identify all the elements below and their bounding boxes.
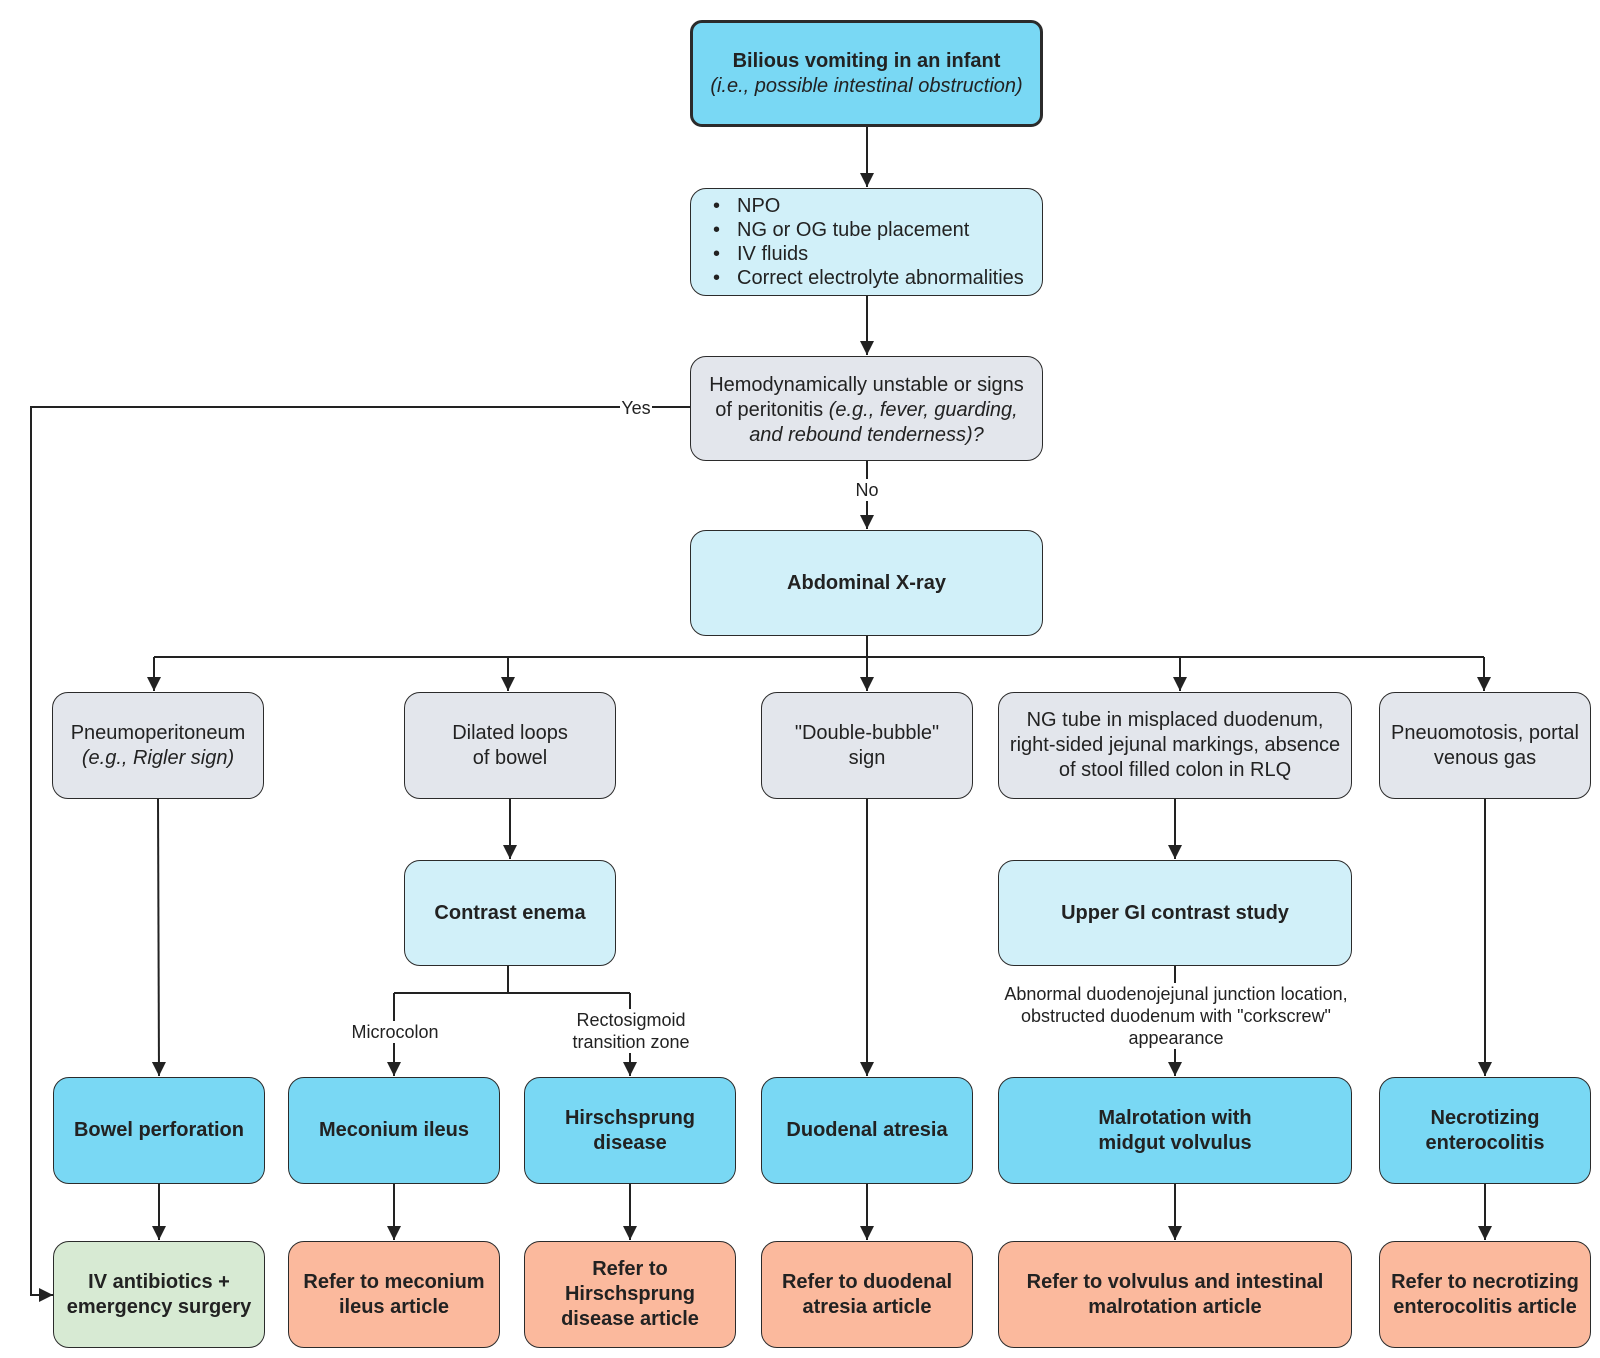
xray-label: Abdominal X-ray xyxy=(787,571,946,594)
upper-gi-node: Upper GI contrast study xyxy=(998,860,1352,966)
upper-gi-finding-label: Abnormal duodenojejunal junction locatio… xyxy=(988,983,1364,1049)
diagnosis-malrotation: Malrotation with midgut volvulus xyxy=(998,1077,1352,1184)
iv-antibiotics-label: IV antibiotics + emergency surgery xyxy=(66,1270,252,1318)
management-item: NG or OG tube placement xyxy=(705,218,1034,242)
ng-tube-label: NG tube in misplaced duodenum, right-sid… xyxy=(1009,709,1341,781)
diagnosis-hirschsprung: Hirschsprung disease xyxy=(524,1077,736,1184)
pneumoperitoneum-example: (e.g., Rigler sign) xyxy=(81,746,235,769)
decision-node: Hemodynamically unstable or signs of per… xyxy=(690,356,1043,461)
finding-pneumatosis: Pneuomotosis, portal venous gas xyxy=(1379,692,1591,799)
arrow-yes-to-iv-antibiotics xyxy=(30,406,690,1302)
refer-nec: Refer to necrotizing enterocolitis artic… xyxy=(1379,1241,1591,1348)
arrow-pneumoperitoneum-to-perforation xyxy=(151,798,166,1077)
start-title: Bilious vomiting in an infant xyxy=(732,49,1001,72)
yes-label: Yes xyxy=(620,397,652,419)
finding-pneumoperitoneum: Pneumoperitoneum (e.g., Rigler sign) xyxy=(52,692,264,799)
pneumatosis-label: Pneuomotosis, portal venous gas xyxy=(1391,721,1579,769)
no-label: No xyxy=(852,479,882,501)
refer-duodenal-atresia: Refer to duodenal atresia article xyxy=(761,1241,973,1348)
decision-examples: (e.g., fever, guarding, and rebound tend… xyxy=(749,399,1018,446)
rectosigmoid-label: Rectosigmoid transition zone xyxy=(566,1009,696,1053)
double-bubble-label: "Double-bubble" sign xyxy=(794,721,940,769)
decision-text: Hemodynamically unstable or signs of per… xyxy=(709,374,1024,421)
refer-volvulus-label: Refer to volvulus and intestinal malrota… xyxy=(1026,1270,1324,1318)
refer-duodenal-label: Refer to duodenal atresia article xyxy=(781,1270,952,1318)
microcolon-label: Microcolon xyxy=(345,1021,445,1043)
pneumoperitoneum-label: Pneumoperitoneum xyxy=(70,721,246,744)
meconium-ileus-label: Meconium ileus xyxy=(318,1119,470,1141)
refer-meconium-ileus: Refer to meconium ileus article xyxy=(288,1241,500,1348)
refer-meconium-label: Refer to meconium ileus article xyxy=(303,1270,485,1318)
start-node: Bilious vomiting in an infant (i.e., pos… xyxy=(690,20,1043,127)
refer-nec-label: Refer to necrotizing enterocolitis artic… xyxy=(1391,1270,1579,1318)
malrotation-label: Malrotation with midgut volvulus xyxy=(1098,1106,1252,1154)
refer-volvulus: Refer to volvulus and intestinal malrota… xyxy=(998,1241,1352,1348)
dilated-label: Dilated loops of bowel xyxy=(452,721,568,769)
nec-label: Necrotizing enterocolitis xyxy=(1425,1106,1545,1154)
contrast-enema-node: Contrast enema xyxy=(404,860,616,966)
action-iv-antibiotics: IV antibiotics + emergency surgery xyxy=(53,1241,265,1348)
refer-hirschsprung-label: Refer to Hirschsprung disease article xyxy=(561,1258,699,1330)
management-list: NPO NG or OG tube placement IV fluids Co… xyxy=(699,194,1034,290)
management-item: Correct electrolyte abnormalities xyxy=(705,266,1034,290)
diagnosis-meconium-ileus: Meconium ileus xyxy=(288,1077,500,1184)
finding-ng-tube: NG tube in misplaced duodenum, right-sid… xyxy=(998,692,1352,799)
finding-dilated-loops: Dilated loops of bowel xyxy=(404,692,616,799)
refer-hirschsprung: Refer to Hirschsprung disease article xyxy=(524,1241,736,1348)
management-node: NPO NG or OG tube placement IV fluids Co… xyxy=(690,188,1043,296)
management-item: NPO xyxy=(705,194,1034,218)
finding-double-bubble: "Double-bubble" sign xyxy=(761,692,973,799)
management-item: IV fluids xyxy=(705,242,1034,266)
diagnosis-bowel-perforation: Bowel perforation xyxy=(53,1077,265,1184)
bowel-perforation-label: Bowel perforation xyxy=(73,1119,244,1141)
duodenal-atresia-label: Duodenal atresia xyxy=(786,1119,948,1141)
diagnosis-duodenal-atresia: Duodenal atresia xyxy=(761,1077,973,1184)
hirschsprung-label: Hirschsprung disease xyxy=(564,1106,696,1154)
upper-gi-label: Upper GI contrast study xyxy=(1061,901,1289,924)
abdominal-xray-node: Abdominal X-ray xyxy=(690,530,1043,636)
contrast-enema-label: Contrast enema xyxy=(434,901,586,924)
diagnosis-nec: Necrotizing enterocolitis xyxy=(1379,1077,1591,1184)
start-subtitle: (i.e., possible intestinal obstruction) xyxy=(710,74,1023,97)
